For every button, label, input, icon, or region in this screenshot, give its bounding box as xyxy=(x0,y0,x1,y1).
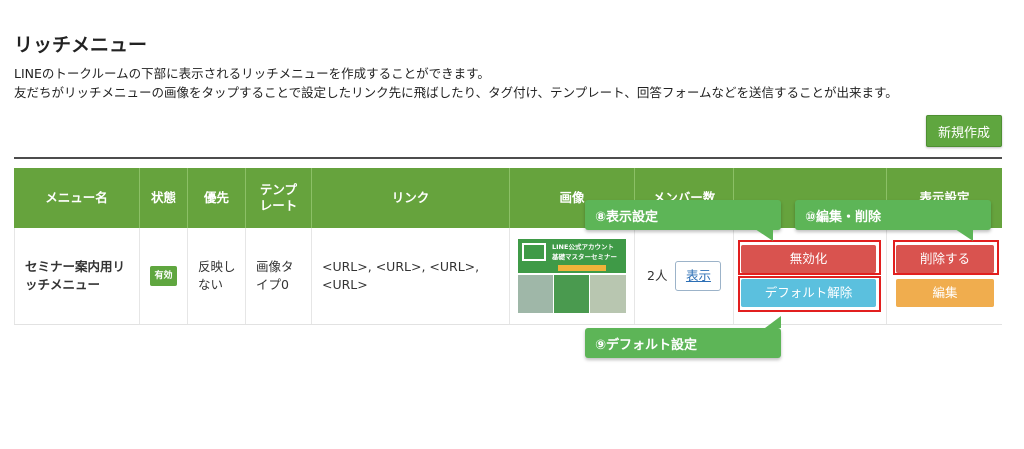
callout-display-setting: ⑧表示設定 xyxy=(585,200,781,230)
link-line: <URL>, <URL>, <URL>, xyxy=(322,259,480,274)
callout-default-setting: ⑨デフォルト設定 xyxy=(585,328,781,358)
priority-cell: 反映し ない xyxy=(188,228,246,324)
callout-tail xyxy=(765,316,781,328)
view-members-button[interactable]: 表示 xyxy=(675,261,722,291)
thumbnail-tile xyxy=(554,275,589,313)
thumbnail-subtitle: 基礎マスターセミナー xyxy=(552,253,617,261)
thumbnail-tile xyxy=(518,275,553,313)
priority-line: 反映し xyxy=(198,259,236,274)
link-cell: <URL>, <URL>, <URL>, <URL> xyxy=(312,228,510,324)
template-line: 画像タ xyxy=(256,259,294,274)
header-actions xyxy=(734,168,887,228)
description-line: 友だちがリッチメニューの画像をタップすることで設定したリンク先に飛ばしたり、タグ… xyxy=(14,85,898,100)
link-line: <URL> xyxy=(322,277,368,292)
header-template-line: テンプ xyxy=(259,182,298,197)
edit-button[interactable]: 編集 xyxy=(896,279,994,307)
priority-line: ない xyxy=(198,277,224,292)
thumbnail-banner: LINE公式アカウント 基礎マスターセミナー xyxy=(518,239,626,273)
thumbnail-tile xyxy=(590,275,626,313)
header-name: メニュー名 xyxy=(14,168,140,228)
new-create-button[interactable]: 新規作成 xyxy=(926,115,1002,147)
divider xyxy=(14,157,1002,159)
header-template: テンプ レート xyxy=(246,168,312,228)
thumbnail-bar xyxy=(558,265,606,271)
menu-name-line: ッチメニュー xyxy=(25,277,101,292)
image-cell: LINE公式アカウント 基礎マスターセミナー xyxy=(510,228,635,324)
delete-button[interactable]: 削除する xyxy=(896,245,994,273)
status-cell: 有効 xyxy=(140,228,188,324)
page-title: リッチメニュー xyxy=(14,34,148,56)
callout-tail xyxy=(955,229,973,241)
member-count: 2人 xyxy=(647,268,668,283)
display-setting-cell: 削除する 編集 xyxy=(887,228,1002,324)
header-link: リンク xyxy=(312,168,510,228)
table-row xyxy=(14,228,1002,325)
highlight-box xyxy=(893,240,999,275)
menu-name-line: セミナー案内用リ xyxy=(25,259,126,274)
header-image: 画像 xyxy=(510,168,635,228)
menu-name-cell: セミナー案内用リ ッチメニュー xyxy=(14,228,140,324)
monitor-icon xyxy=(522,243,546,261)
header-priority: 優先 xyxy=(188,168,246,228)
description-line: LINEのトークルームの下部に表示されるリッチメニューを作成することができます。 xyxy=(14,66,490,81)
callout-edit-delete: ⑩編集・削除 xyxy=(795,200,991,230)
status-badge: 有効 xyxy=(150,266,177,286)
template-line: イプ0 xyxy=(256,277,289,292)
template-cell: 画像タ イプ0 xyxy=(246,228,312,324)
default-release-button[interactable]: デフォルト解除 xyxy=(741,279,876,307)
thumbnail-title: LINE公式アカウント xyxy=(552,243,614,251)
callout-tail xyxy=(755,229,773,241)
actions-cell: 無効化 デフォルト解除 xyxy=(734,228,887,324)
members-cell: 2人 表示 xyxy=(635,228,734,324)
header-template-line: レート xyxy=(259,198,298,213)
highlight-box xyxy=(738,240,881,275)
page-description: LINEのトークルームの下部に表示されるリッチメニューを作成することができます。… xyxy=(14,64,898,102)
header-status: 状態 xyxy=(140,168,188,228)
rich-menu-thumbnail: LINE公式アカウント 基礎マスターセミナー xyxy=(518,239,626,313)
disable-button[interactable]: 無効化 xyxy=(741,245,876,273)
highlight-box xyxy=(738,276,881,312)
